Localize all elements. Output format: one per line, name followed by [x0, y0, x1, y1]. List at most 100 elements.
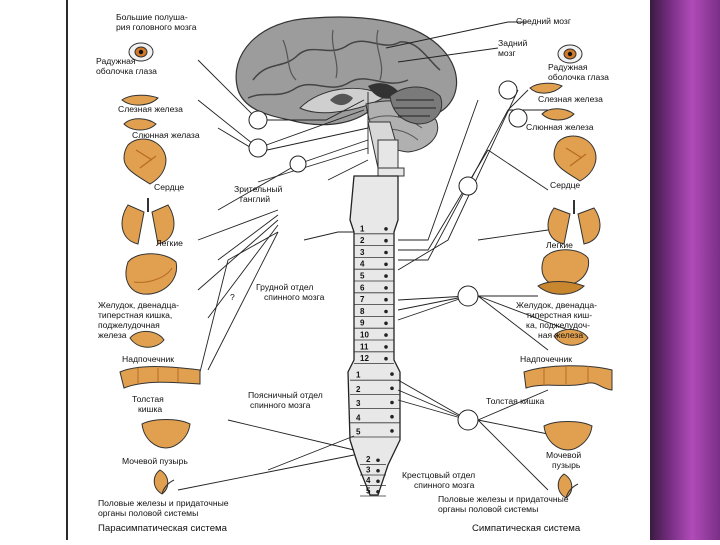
organ-adrenal-left [129, 331, 165, 348]
segment-number-thoracic-3: 3 [360, 248, 365, 257]
segment-number-thoracic-4: 4 [360, 260, 365, 269]
organ-iris-right [557, 44, 583, 64]
ganglia [248, 80, 528, 431]
label-heart-right: Сердце [550, 180, 580, 190]
label-stomach-right-2: типерстная киш- [526, 310, 592, 320]
organ-lungs-left [121, 198, 175, 245]
segment-number-thoracic-6: 6 [360, 283, 365, 292]
segment-dot-lumbar-4 [390, 414, 394, 419]
label-optic-ganglion-1: Зрительный [234, 184, 283, 194]
label-bladder-right-1: Мочевой [546, 450, 581, 460]
organ-heart-left [123, 138, 167, 185]
segment-dot-lumbar-5 [390, 429, 394, 433]
segment-dot-thoracic-12 [384, 356, 388, 361]
nerve-connections [177, 21, 579, 491]
segment-number-thoracic-8: 8 [360, 307, 365, 316]
segment-dot-thoracic-5 [384, 274, 388, 278]
label-lacrimal-right: Слезная железа [538, 94, 603, 104]
segment-dot-thoracic-10 [384, 333, 388, 337]
label-adrenal-right: Надпочечник [520, 354, 572, 364]
segment-dot-thoracic-11 [384, 345, 388, 349]
label-optic-ganglion-2: ганглий [240, 194, 270, 204]
label-stomach-left-4: железа [98, 330, 127, 340]
organ-bladder-right [543, 421, 593, 451]
organ-salivary-right [541, 108, 575, 121]
label-stomach-right-4: ная железа [538, 330, 583, 340]
label-colon-left-1: Толстая [132, 394, 164, 404]
label-lumbar-1: Поясничный отдел [248, 390, 323, 400]
organ-colon-left [119, 366, 201, 389]
segment-dot-thoracic-8 [384, 309, 388, 314]
segment-number-lumbar-5: 5 [356, 428, 361, 437]
organ-colon-right [523, 365, 613, 391]
segment-dot-lumbar-3 [390, 400, 394, 405]
brain-illustration [235, 16, 458, 177]
label-thoracic-2: спинного мозга [264, 292, 325, 302]
segment-number-thoracic-7: 7 [360, 295, 365, 304]
spinal-cord [347, 175, 401, 496]
label-lacrimal-left: Слезная железа [118, 104, 183, 114]
label-lumbar-2: спинного мозга [250, 400, 311, 410]
segment-number-thoracic-10: 10 [360, 331, 369, 340]
segment-dot-thoracic-4 [384, 262, 388, 267]
segment-dot-thoracic-1 [384, 227, 388, 231]
label-salivary-right: Слюнная железа [526, 122, 594, 132]
label-parasympathetic-system: Парасимпатическая система [98, 523, 228, 534]
segment-dot-thoracic-9 [384, 321, 388, 326]
organ-salivary-left [123, 118, 157, 131]
segment-dot-sacral-5 [376, 489, 380, 494]
label-lungs-right: Легкие [546, 240, 573, 250]
label-sacral-2: спинного мозга [414, 480, 475, 490]
left-border-line [66, 0, 68, 540]
label-iris-left-1: Радужная [96, 56, 136, 66]
segment-dot-thoracic-2 [384, 238, 388, 243]
segment-number-lumbar-2: 2 [356, 385, 361, 394]
organ-bladder-left [141, 419, 191, 449]
label-genitals-right-2: органы половой системы [438, 504, 538, 514]
segment-number-lumbar-3: 3 [356, 399, 361, 408]
organ-iris-left [128, 42, 154, 62]
label-question-mark: ? [230, 292, 235, 302]
label-adrenal-left: Надпочечник [122, 354, 174, 364]
diagram-labels: Большие полуша- рия головного мозга Сред… [96, 12, 609, 534]
segment-dot-sacral-3 [376, 468, 380, 473]
label-genitals-left-1: Половые железы и придаточные [98, 498, 229, 508]
segment-number-thoracic-9: 9 [360, 319, 365, 328]
segment-dot-lumbar-2 [390, 386, 394, 391]
label-heart-left: Сердце [154, 182, 184, 192]
label-bladder-right-2: пузырь [552, 460, 581, 470]
label-stomach-right-3: ка, поджелудоч- [526, 320, 590, 330]
label-iris-right-1: Радужная [548, 62, 588, 72]
label-sympathetic-system: Симпатическая система [472, 523, 581, 534]
label-hindbrain-1: Задний [498, 38, 528, 48]
segment-number-sacral-3: 3 [366, 466, 371, 475]
spinal-segment-lines [350, 233, 400, 497]
segment-number-thoracic-2: 2 [360, 236, 365, 245]
organ-genitals-left [153, 469, 175, 495]
segment-number-thoracic-5: 5 [360, 272, 365, 281]
label-genitals-left-2: органы половой системы [98, 508, 198, 518]
label-stomach-left-3: поджелудочная [98, 320, 160, 330]
segment-number-thoracic-12: 12 [360, 354, 369, 363]
segment-number-sacral-2: 2 [366, 455, 371, 464]
segment-dot-thoracic-7 [384, 297, 388, 302]
label-midbrain: Средний мозг [516, 16, 571, 26]
segment-number-thoracic-1: 1 [360, 224, 365, 233]
label-colon-right: Толстая кишка [486, 396, 545, 406]
label-hemispheres-1: Большие полуша- [116, 12, 188, 22]
organ-adrenal-right [553, 329, 589, 346]
label-hemispheres-2: рия головного мозга [116, 22, 197, 32]
label-stomach-left-2: типерстная кишка, [98, 310, 172, 320]
segment-number-sacral-5: 5 [366, 487, 371, 496]
label-bladder-left: Мочевой пузырь [122, 456, 188, 466]
label-iris-right-2: оболочка глаза [548, 72, 609, 82]
label-genitals-right-1: Половые железы и придаточные [438, 494, 569, 504]
organ-lacrimal-right [529, 82, 563, 94]
label-iris-left-2: оболочка глаза [96, 66, 157, 76]
label-colon-left-2: кишка [138, 404, 162, 414]
organ-lacrimal-left [121, 94, 159, 106]
label-stomach-right-1: Желудок, двенадца- [516, 300, 597, 310]
segment-number-lumbar-1: 1 [356, 371, 361, 380]
label-lungs-left: Легкие [156, 238, 183, 248]
